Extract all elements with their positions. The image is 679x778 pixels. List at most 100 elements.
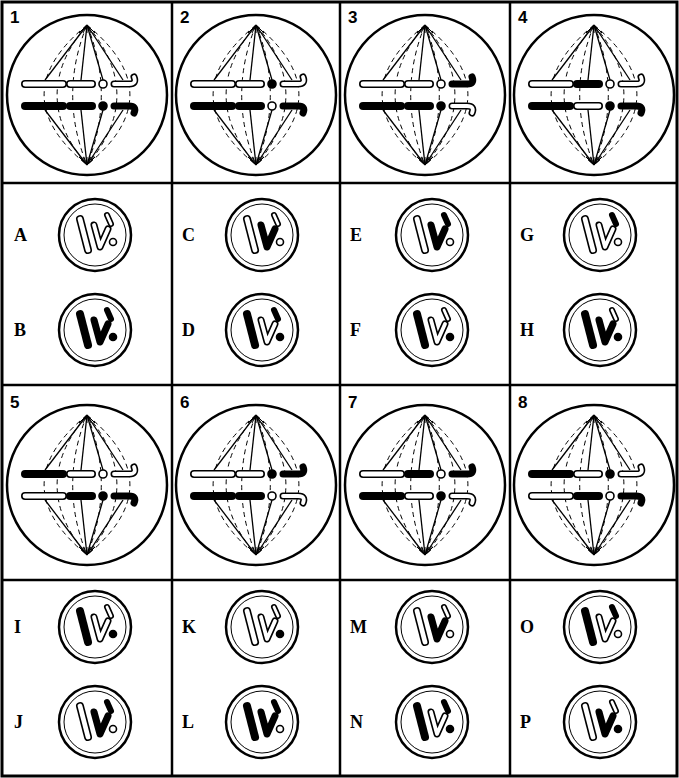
chromosome-dot bbox=[110, 334, 117, 341]
chromosome-dot bbox=[268, 470, 276, 478]
chromosome bbox=[114, 106, 135, 113]
spindle-fiber bbox=[551, 415, 594, 555]
kinetochore-fiber bbox=[425, 110, 461, 165]
gamete-cell bbox=[396, 591, 468, 663]
kinetochore-fiber bbox=[594, 500, 610, 555]
chromosome bbox=[114, 77, 135, 84]
kinetochore-fiber bbox=[256, 110, 292, 165]
cell-letter: N bbox=[350, 713, 363, 731]
spindle-fiber bbox=[87, 25, 101, 165]
spindle-fiber bbox=[256, 415, 286, 555]
spindle-fiber bbox=[594, 25, 637, 165]
gamete-cell bbox=[396, 686, 468, 758]
panel-number: 7 bbox=[348, 394, 357, 411]
chromosome bbox=[274, 310, 278, 319]
chromosome-dot bbox=[615, 239, 622, 246]
kinetochore-fiber bbox=[256, 500, 292, 555]
chromosome bbox=[532, 470, 570, 478]
kinetochore-fiber bbox=[425, 415, 441, 470]
chromosome bbox=[577, 102, 599, 110]
chromosome bbox=[80, 219, 88, 250]
gamete-cell bbox=[59, 199, 131, 271]
gamete-inner-ring bbox=[569, 299, 631, 361]
spindle-fiber bbox=[256, 415, 270, 555]
chromosome bbox=[239, 492, 261, 500]
chromosome bbox=[94, 617, 108, 639]
chromosome bbox=[247, 611, 255, 642]
spindle-fiber bbox=[564, 25, 594, 165]
chromosome bbox=[194, 470, 232, 478]
gamete-inner-ring bbox=[401, 596, 463, 658]
gamete-cell bbox=[564, 591, 636, 663]
chromosome-dot bbox=[268, 492, 276, 500]
kinetochore-fiber bbox=[256, 500, 272, 555]
chromosome-dot bbox=[99, 80, 107, 88]
chromosome bbox=[585, 706, 593, 737]
chromosome bbox=[70, 492, 92, 500]
panel-number: 2 bbox=[180, 9, 189, 26]
spindle-fiber bbox=[395, 415, 425, 555]
chromosome bbox=[107, 702, 111, 711]
chromosome bbox=[599, 617, 613, 639]
spindle-fiber bbox=[73, 415, 87, 555]
chromosome bbox=[444, 702, 448, 711]
kinetochore-fiber bbox=[87, 110, 103, 165]
chromosome-dot bbox=[606, 102, 614, 110]
chromosome bbox=[107, 215, 111, 224]
chromosome-dot bbox=[277, 631, 284, 638]
chromosome bbox=[532, 82, 570, 87]
chromosome bbox=[94, 712, 108, 734]
chromosome bbox=[599, 712, 613, 734]
cell-letter: M bbox=[350, 618, 367, 636]
chromosome bbox=[25, 80, 63, 88]
cell-letter: B bbox=[14, 321, 26, 339]
kinetochore-fiber bbox=[419, 25, 425, 80]
kinetochore-fiber bbox=[594, 415, 630, 470]
chromosome bbox=[599, 617, 613, 639]
chromosome bbox=[239, 472, 261, 477]
chromosome bbox=[431, 320, 445, 342]
chromosome bbox=[80, 314, 88, 345]
chromosome bbox=[577, 470, 599, 478]
chromosome bbox=[70, 470, 92, 478]
grid-line bbox=[339, 2, 342, 776]
chromosome bbox=[114, 77, 135, 84]
chromosome bbox=[363, 492, 401, 500]
chromosome bbox=[94, 320, 108, 342]
chromosome bbox=[408, 492, 430, 500]
cell-letter: J bbox=[14, 713, 23, 731]
chromosome bbox=[621, 77, 642, 84]
kinetochore-fiber bbox=[214, 25, 256, 80]
chromosome bbox=[274, 702, 278, 711]
kinetochore-fiber bbox=[250, 110, 256, 165]
chromosome-dot bbox=[606, 492, 614, 500]
kinetochore-fiber bbox=[214, 415, 256, 470]
chromosome bbox=[247, 611, 255, 642]
kinetochore-fiber bbox=[594, 415, 610, 470]
chromosome bbox=[363, 472, 401, 477]
gamete-inner-ring bbox=[231, 299, 293, 361]
gamete-inner-ring bbox=[569, 691, 631, 753]
chromosome bbox=[417, 611, 425, 642]
spindle-fiber bbox=[564, 415, 594, 555]
chromosome-dot bbox=[110, 726, 117, 733]
chromosome bbox=[283, 77, 304, 84]
chromosome bbox=[532, 492, 570, 500]
gamete-cell bbox=[226, 199, 298, 271]
grid-line bbox=[2, 384, 677, 387]
chromosome bbox=[247, 219, 255, 250]
chromosome-dot bbox=[437, 492, 445, 500]
grid-line bbox=[509, 2, 512, 776]
chromosome bbox=[274, 215, 278, 224]
chromosome bbox=[80, 706, 88, 737]
chromosome bbox=[417, 611, 425, 642]
chromosome bbox=[585, 611, 593, 642]
chromosome bbox=[621, 77, 642, 84]
chromosome-dot bbox=[110, 631, 117, 638]
gamete-inner-ring bbox=[64, 204, 126, 266]
panel-number: 5 bbox=[10, 394, 19, 411]
kinetochore-fiber bbox=[250, 415, 256, 470]
chromosome bbox=[107, 310, 111, 319]
spindle-fiber bbox=[425, 25, 455, 165]
